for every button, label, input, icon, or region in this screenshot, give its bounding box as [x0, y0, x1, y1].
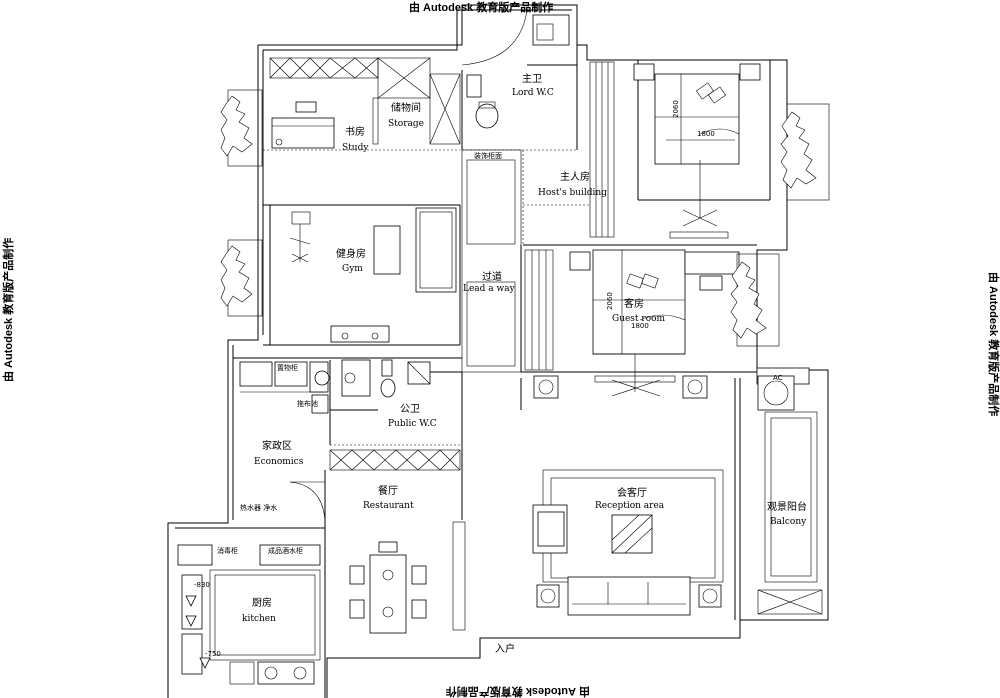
- room-label-kitchen-cn: 厨房: [252, 596, 272, 609]
- room-label-reception-en: Reception area: [595, 501, 665, 511]
- room-label-economics-en: Economics: [254, 457, 304, 467]
- level-a-label: -830: [194, 581, 210, 589]
- ac-label: AC: [773, 374, 783, 382]
- restaurant: [289, 372, 466, 634]
- room-label-gym-en: Gym: [342, 264, 363, 274]
- room-label-host-en: Host's building: [538, 188, 607, 198]
- room-label-guest-en: Guest room: [612, 314, 666, 324]
- room-label-public-wc-en: Public W.C: [388, 419, 437, 429]
- entrance-label: 入户: [495, 642, 515, 655]
- gym: [263, 205, 461, 346]
- room-label-kitchen-en: kitchen: [242, 614, 276, 624]
- kitchen: [175, 470, 326, 698]
- room-label-restaurant-en: Restaurant: [363, 501, 414, 511]
- annotations: 入户 AC 1800 2060 1800 2060 拖布池 装饰柜面 置物柜 热…: [194, 100, 783, 658]
- left-planters: [220, 89, 263, 317]
- guest-bed-width: 1800: [631, 322, 649, 330]
- room-label-storage-cn: 储物间: [391, 101, 421, 114]
- reception: [520, 375, 741, 620]
- watermark-bottom: 由 Autodesk 教育版产品制作: [446, 685, 590, 698]
- room-label-study-cn: 书房: [345, 125, 365, 138]
- watermark-top: 由 Autodesk 教育版产品制作: [409, 0, 553, 14]
- lord-wc: [461, 9, 578, 151]
- guest-room: [520, 245, 810, 397]
- corridor: [461, 149, 522, 373]
- room-label-economics-cn: 家政区: [262, 439, 292, 452]
- room-label-lord-wc-cn: 主卫: [522, 73, 542, 85]
- room-label-gym-cn: 健身房: [336, 247, 366, 260]
- watermark-right: 由 Autodesk 教育版产品制作: [987, 272, 1000, 416]
- host-bed-width: 1800: [697, 130, 715, 138]
- level-b-label: -750: [205, 650, 221, 658]
- public-wc: [233, 357, 462, 446]
- room-labels: 主卫 Lord W.C 储物间 Storage 书房 Study 主人房 Hos…: [242, 73, 807, 624]
- host-bedroom: [522, 60, 771, 246]
- guest-bed-length: 2060: [606, 292, 614, 310]
- shoe-cabinet-label: 置物柜: [277, 363, 298, 372]
- water-heater-label: 热水器 净水: [240, 503, 277, 512]
- room-label-storage-en: Storage: [388, 119, 424, 129]
- study-block: [263, 57, 461, 206]
- balcony: [757, 375, 823, 615]
- host-bed-length: 2060: [672, 100, 680, 118]
- room-label-balcony-en: Balcony: [770, 517, 807, 527]
- room-label-host-cn: 主人房: [560, 170, 590, 183]
- mop-pool-label: 拖布池: [297, 399, 318, 408]
- room-label-restaurant-cn: 餐厅: [378, 484, 398, 497]
- disinfect-cabinet-label: 消毒柜: [217, 546, 238, 555]
- room-label-study-en: Study: [342, 143, 369, 153]
- room-label-public-wc-cn: 公卫: [400, 404, 420, 415]
- room-label-balcony-cn: 观景阳台: [767, 500, 807, 513]
- right-planter-top: [730, 103, 830, 347]
- watermark-left: 由 Autodesk 教育版产品制作: [1, 238, 15, 382]
- room-label-lead-en: Lead a way: [463, 284, 516, 294]
- room-label-lead-cn: 过道: [482, 270, 502, 283]
- room-label-reception-cn: 会客厅: [617, 486, 647, 499]
- wine-cabinet-label: 成品酒水柜: [268, 546, 303, 555]
- corridor-cabinet-label: 装饰柜面: [474, 151, 502, 160]
- room-label-lord-wc-en: Lord W.C: [512, 88, 554, 98]
- room-label-guest-cn: 客房: [624, 297, 644, 310]
- outer-walls: [167, 4, 829, 698]
